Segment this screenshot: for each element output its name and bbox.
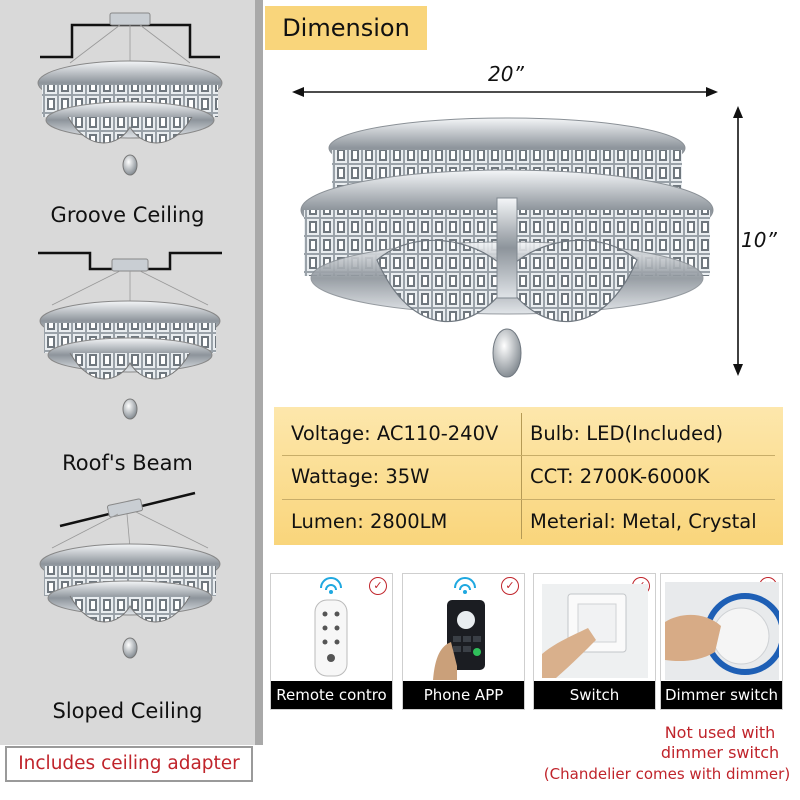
control-label-switch: Switch (534, 681, 655, 709)
dimension-heading: Dimension (265, 6, 427, 50)
dimension-arrows (292, 87, 743, 376)
table-row-divider (282, 499, 775, 500)
spec-bulb: Bulb: LED(Included) (530, 422, 724, 445)
dimmer-note-line2: dimmer switch (660, 743, 780, 762)
wall-switch-icon (542, 584, 648, 678)
control-label-remote: Remote contro (271, 681, 392, 709)
ceiling-adapter-note: Includes ceiling adapter (5, 746, 253, 782)
dimmer-note-line3: (Chandelier comes with dimmer) (543, 765, 791, 783)
chandelier-image (300, 117, 714, 378)
height-measurement: 10” (741, 228, 777, 252)
roof-beam-label: Roof's Beam (62, 451, 193, 475)
table-column-divider (521, 413, 522, 539)
remote-control-icon (314, 577, 348, 677)
spec-cct: CCT: 2700K-6000K (530, 465, 710, 488)
groove-ceiling-label: Groove Ceiling (50, 203, 205, 227)
control-card-dimmer-switch: ✕ Dimmer switch (660, 573, 783, 710)
control-card-switch: ✓ Switch (533, 573, 656, 710)
phone-app-icon (433, 577, 485, 680)
panel-divider (255, 0, 263, 745)
dimmer-knob-icon (665, 582, 779, 680)
roof-beam-illustration (38, 251, 222, 420)
dimmer-note-line1: Not used with (664, 723, 776, 742)
groove-ceiling-illustration (37, 12, 223, 176)
spec-lumen: Lumen: 2800LM (291, 510, 448, 533)
sloped-ceiling-label: Sloped Ceiling (52, 699, 203, 723)
specifications-table: Voltage: AC110-240V Bulb: LED(Included) … (274, 407, 783, 545)
sloped-ceiling-illustration (39, 491, 221, 659)
spec-voltage: Voltage: AC110-240V (291, 422, 499, 445)
supported-check-icon: ✓ (501, 577, 519, 595)
control-card-remote: ✓ Remote contro (270, 573, 393, 710)
control-label-dimmer-switch: Dimmer switch (661, 681, 782, 709)
spec-material: Meterial: Metal, Crystal (530, 510, 757, 533)
table-row-divider (282, 455, 775, 456)
control-label-phone-app: Phone APP (403, 681, 524, 709)
width-measurement: 20” (488, 62, 524, 86)
supported-check-icon: ✓ (369, 577, 387, 595)
spec-wattage: Wattage: 35W (291, 465, 430, 488)
control-card-phone-app: ✓ Phone APP (402, 573, 525, 710)
